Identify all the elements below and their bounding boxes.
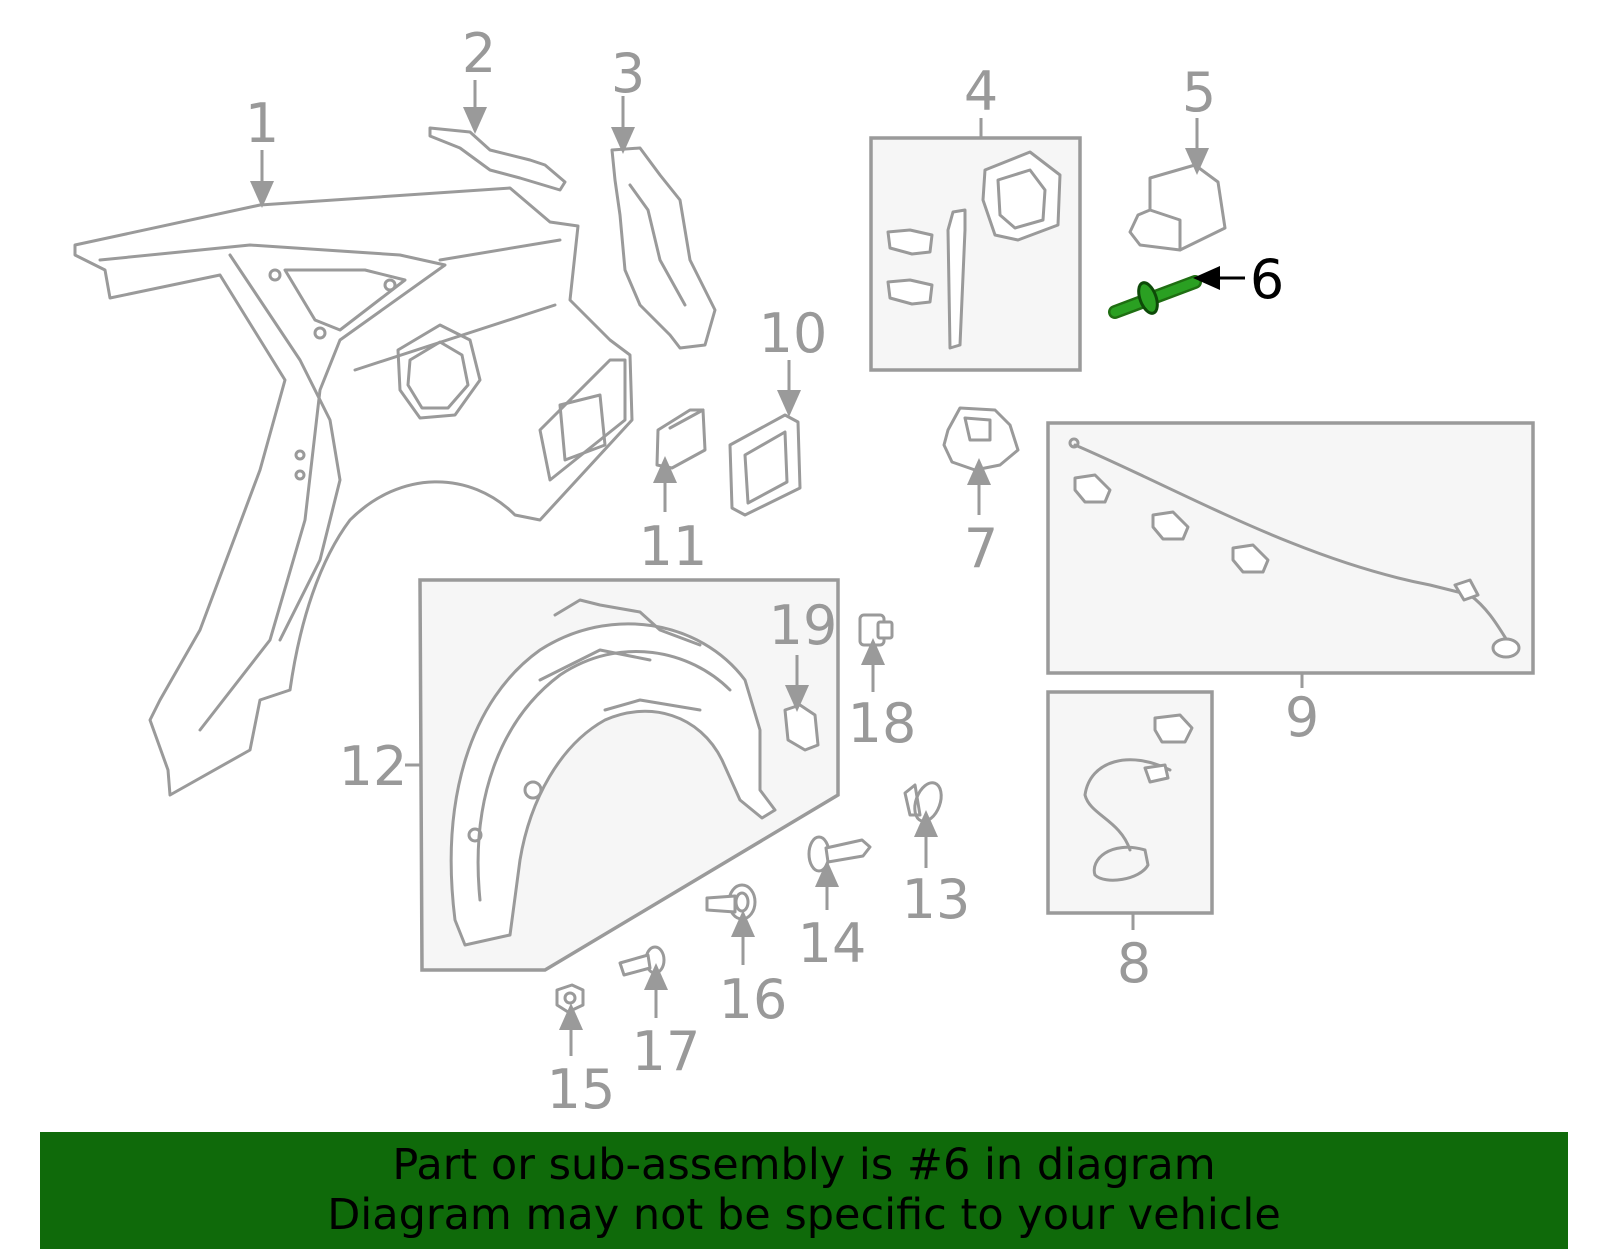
callout-labels: 1 2 3 4 5 6 7 8 9 10 11 12 13 14 15 16 1… [245, 22, 1319, 1121]
part-2-extension [428, 126, 567, 192]
part-10-lid [728, 413, 802, 517]
part-1-quarter-panel [73, 186, 634, 797]
leader-lines [250, 80, 1304, 1056]
parts-diagram: 1 2 3 4 5 6 7 8 9 10 11 12 13 14 15 16 1… [73, 22, 1535, 1121]
banner-line-2: Diagram may not be specific to your vehi… [327, 1190, 1281, 1240]
callout-2: 2 [462, 22, 496, 85]
callout-10: 10 [759, 302, 828, 365]
part-17-screw [618, 945, 666, 977]
part-4-assembly-box [869, 136, 1082, 372]
part-7-bracket [942, 406, 1020, 472]
callout-11: 11 [639, 515, 708, 578]
callout-3: 3 [611, 42, 645, 105]
callout-1: 1 [245, 92, 279, 155]
part-info-banner: Part or sub-assembly is #6 in diagram Di… [40, 1132, 1568, 1249]
part-8-cable-box [1046, 690, 1214, 915]
callout-13: 13 [902, 868, 971, 931]
callout-8: 8 [1117, 932, 1151, 995]
part-13-plug [903, 781, 943, 823]
callout-9: 9 [1285, 686, 1319, 749]
callout-19: 19 [769, 594, 838, 657]
part-9-cable-box [1046, 421, 1535, 675]
part-5-housing [1128, 163, 1227, 252]
callout-4: 4 [964, 60, 998, 123]
part-18-clip [858, 613, 894, 647]
part-6-highlighted-fastener [1108, 275, 1202, 319]
callout-16: 16 [719, 968, 788, 1031]
part-3-reinforcement [610, 146, 717, 350]
callout-7: 7 [964, 517, 998, 580]
callout-6: 6 [1250, 248, 1284, 311]
callout-17: 17 [632, 1020, 701, 1083]
banner-line-1: Part or sub-assembly is #6 in diagram [392, 1140, 1216, 1190]
part-12-fender-liner-box [418, 578, 840, 972]
callout-15: 15 [547, 1058, 616, 1121]
part-11-clip [655, 408, 707, 470]
callout-12: 12 [339, 735, 408, 798]
callout-14: 14 [798, 912, 867, 975]
part-16-screw [705, 883, 757, 921]
callout-18: 18 [848, 692, 917, 755]
part-14-bolt [807, 835, 872, 873]
part-15-clip [555, 983, 585, 1014]
callout-5: 5 [1182, 61, 1216, 124]
